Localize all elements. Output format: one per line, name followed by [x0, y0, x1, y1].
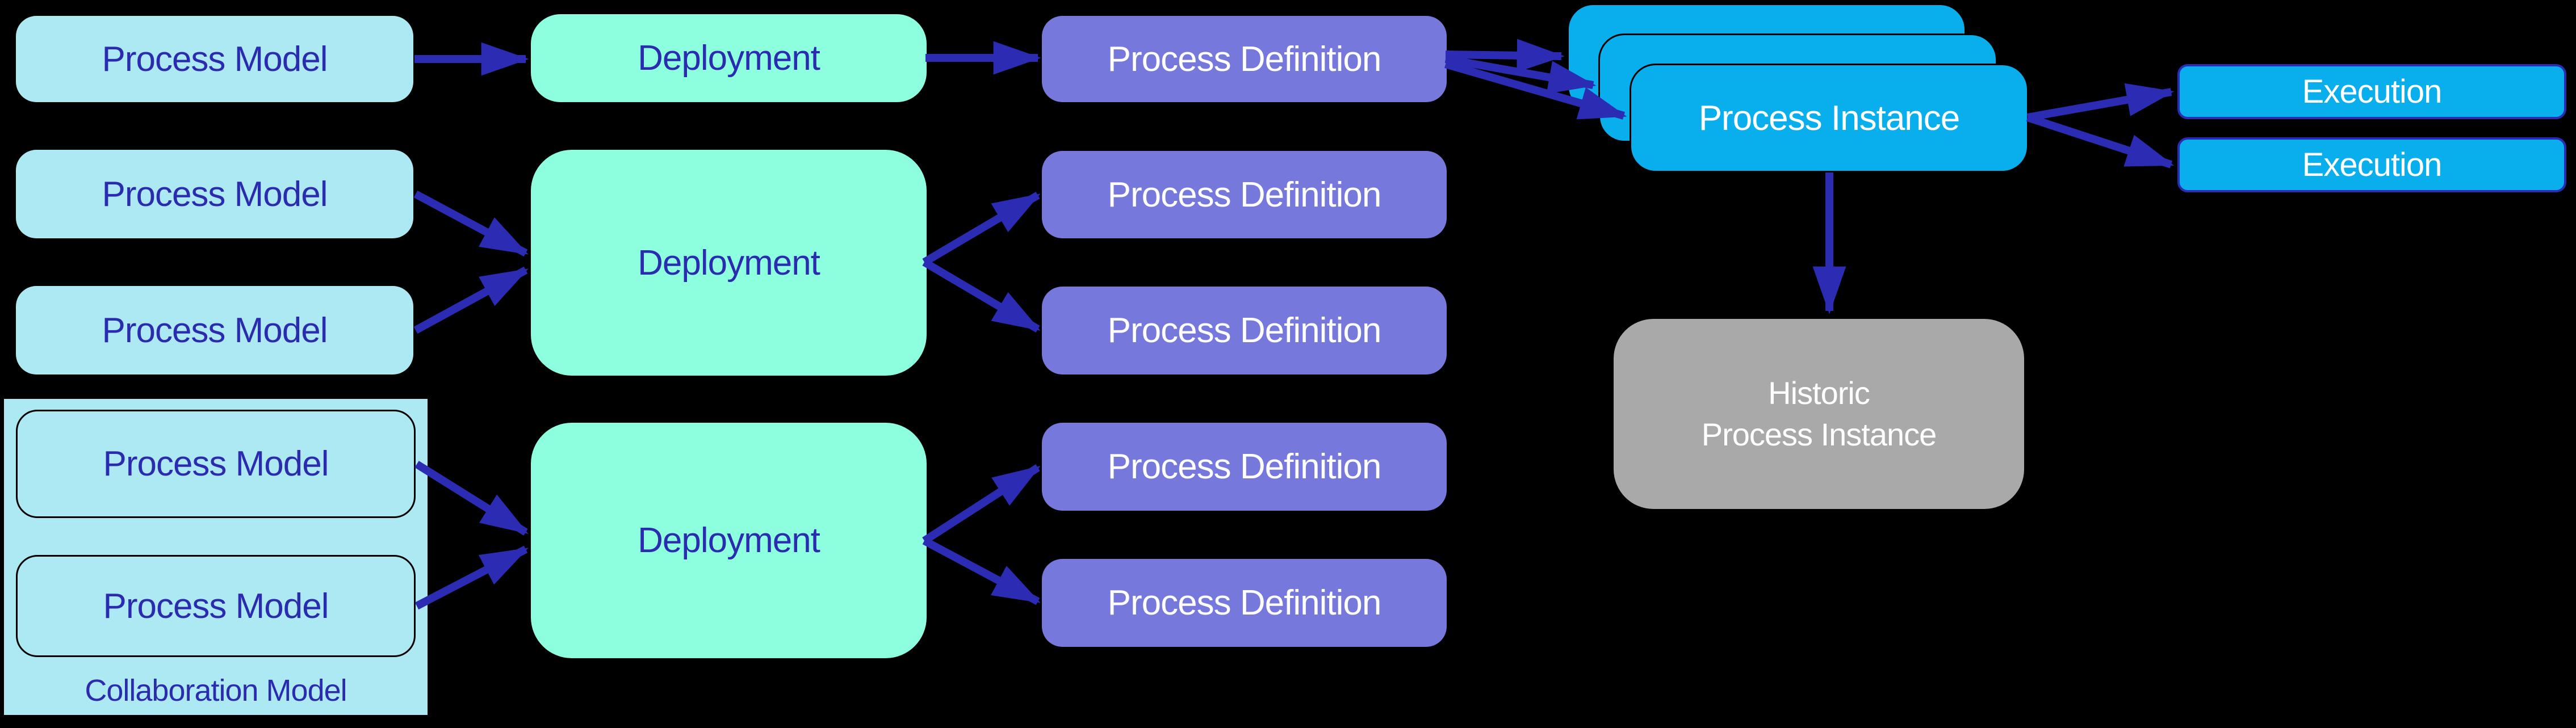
process-model-label: Process Model [102, 39, 328, 79]
process-definition-box-4: Process Definition [1042, 423, 1447, 511]
arrow-deployment3-to-definition5 [922, 537, 1041, 605]
process-definition-box-5: Process Definition [1042, 559, 1447, 647]
deployment-box-2: Deployment [531, 150, 927, 376]
deployment-box-1: Deployment [531, 14, 927, 102]
deployment-label: Deployment [638, 39, 820, 78]
deployment-label: Deployment [638, 521, 820, 560]
process-definition-label: Process Definition [1107, 175, 1382, 214]
deployment-label: Deployment [638, 243, 820, 283]
arrow-instance-to-execution1 [2026, 83, 2175, 121]
arrow-deployment2-to-definition2 [922, 191, 1041, 266]
process-instance-label: Process Instance [1698, 98, 1961, 138]
execution-label: Execution [2302, 73, 2443, 110]
arrow-deployment3-to-definition4 [922, 464, 1041, 544]
process-definition-label: Process Definition [1107, 311, 1382, 350]
process-definition-label: Process Definition [1107, 39, 1382, 79]
historic-process-instance-box: Historic Process Instance [1614, 319, 2024, 509]
arrow-model2-to-deployment2 [413, 190, 529, 257]
arrow-instance-to-execution2 [2026, 113, 2175, 169]
arrow-model3-to-deployment2 [413, 266, 529, 334]
historic-process-instance-label: Historic Process Instance [1701, 374, 1937, 452]
execution-box-1: Execution [2177, 64, 2566, 119]
arrow-definition1-to-instance-back [1445, 39, 1565, 73]
process-definition-label: Process Definition [1107, 583, 1382, 622]
collaboration-model-caption: Collaboration Model [85, 674, 347, 708]
execution-label: Execution [2302, 146, 2443, 183]
process-instance-box-front: Process Instance [1630, 64, 2029, 172]
deployment-box-3: Deployment [531, 423, 927, 658]
arrow-model5-to-deployment3 [414, 545, 529, 610]
arrow-deployment2-to-definition3 [922, 258, 1041, 333]
execution-box-2: Execution [2177, 137, 2566, 192]
process-definition-box-3: Process Definition [1042, 287, 1447, 374]
process-definition-box-2: Process Definition [1042, 151, 1447, 238]
process-model-box-3: Process Model [16, 286, 413, 374]
process-model-label: Process Model [102, 310, 328, 350]
process-definition-box-1: Process Definition [1042, 16, 1447, 102]
process-definition-label: Process Definition [1107, 447, 1382, 486]
process-model-box-4: Process Model [16, 410, 416, 518]
process-model-box-2: Process Model [16, 150, 413, 238]
process-model-box-1: Process Model [16, 16, 413, 102]
process-model-label: Process Model [103, 444, 329, 483]
process-model-label: Process Model [103, 586, 329, 626]
process-model-label: Process Model [102, 174, 328, 214]
process-model-box-5: Process Model [16, 555, 416, 657]
arrow-model4-to-deployment3 [414, 461, 529, 536]
